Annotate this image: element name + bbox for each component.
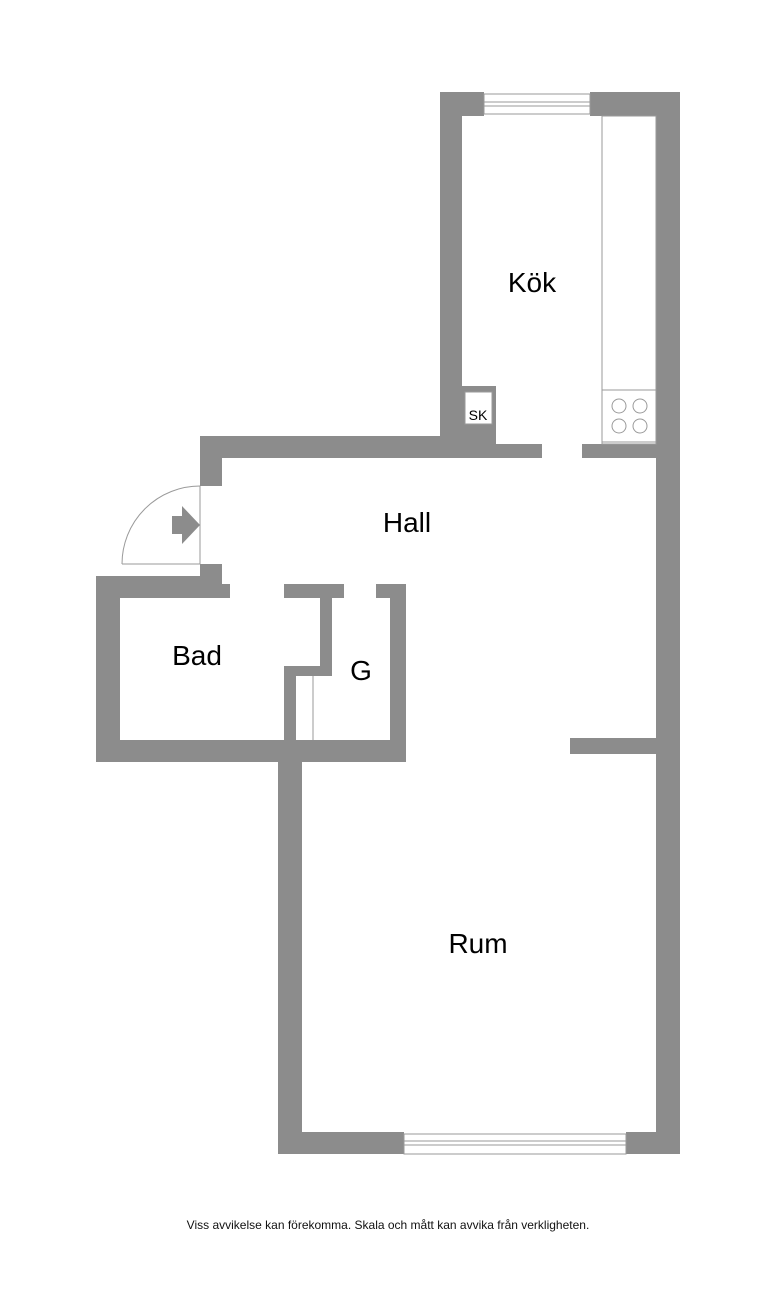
room-walls — [278, 754, 680, 1154]
room-label-g: G — [350, 655, 372, 686]
room-label-bad: Bad — [172, 640, 222, 671]
entrance-door[interactable] — [121, 485, 201, 565]
room-label-rum: Rum — [448, 928, 507, 959]
room-label-hall: Hall — [383, 507, 431, 538]
kitchen-counter — [601, 115, 657, 445]
room-window — [403, 1133, 627, 1155]
stove-icon — [611, 398, 648, 434]
kitchen-window — [483, 93, 591, 115]
disclaimer-text: Viss avvikelse kan förekomma. Skala och … — [186, 1218, 590, 1232]
room-label-kok: Kök — [508, 267, 557, 298]
bathroom-walls — [96, 576, 406, 762]
stove — [601, 389, 657, 443]
kitchen-walls — [440, 92, 680, 1154]
hall-walls — [200, 436, 656, 754]
entrance-arrow-icon — [172, 506, 200, 544]
room-label-sk: SK — [469, 407, 488, 423]
sk-cabinet — [462, 386, 496, 444]
